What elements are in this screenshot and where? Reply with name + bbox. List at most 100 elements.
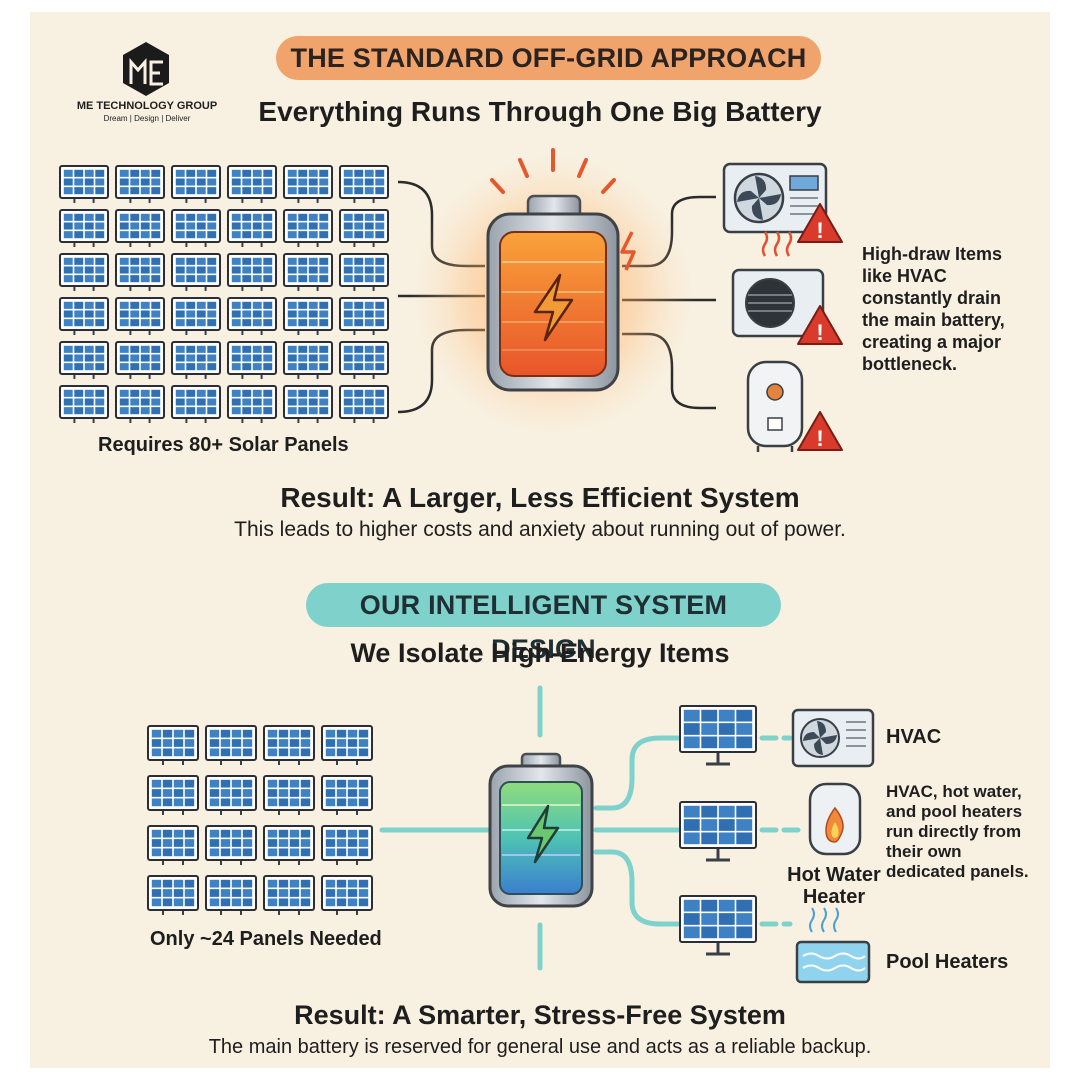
solar-panel-icon — [679, 705, 757, 766]
solar-panel-icon — [321, 775, 373, 815]
solar-panel-icon — [679, 801, 757, 862]
note-line: High-draw Items — [862, 244, 1003, 264]
solar-panel-icon — [339, 297, 389, 335]
hvac-unit-icon — [722, 162, 828, 234]
me-logo-icon — [123, 42, 169, 96]
note-line: their own — [886, 842, 962, 861]
note-line: creating a major — [862, 332, 1002, 352]
solar-panel-icon — [321, 875, 373, 915]
warning-icon-2: ! — [797, 305, 843, 345]
solar-panel-icon — [147, 725, 199, 765]
solar-panel-icon — [263, 775, 315, 815]
pool-heater-icon — [795, 907, 871, 984]
note-line: dedicated panels. — [886, 862, 1029, 881]
label-line: Hot Water — [787, 864, 881, 886]
load-label-hvac: HVAC — [886, 726, 942, 748]
svg-text:!: ! — [816, 320, 823, 345]
solar-panel-icon — [171, 297, 221, 335]
solar-panel-icon — [339, 385, 389, 423]
solar-panel-icon — [263, 825, 315, 865]
standard-approach-banner: THE STANDARD OFF-GRID APPROACH — [276, 36, 821, 80]
solar-panel-icon — [679, 895, 757, 956]
water-heater-flame-icon — [808, 782, 862, 856]
solar-panel-icon — [227, 253, 277, 291]
solar-panel-icon — [283, 297, 333, 335]
note-line: bottleneck. — [862, 354, 958, 374]
solar-panel-icon — [205, 725, 257, 765]
heat-pump-unit-icon — [731, 231, 825, 338]
solar-panel-icon — [339, 341, 389, 379]
solar-panel-icon — [339, 253, 389, 291]
standard-result-title: Result: A Larger, Less Efficient System — [280, 482, 800, 513]
solar-panel-grid-intelligent — [147, 725, 373, 915]
solar-panel-icon — [59, 253, 109, 291]
solar-panel-icon — [59, 385, 109, 423]
solar-panel-icon — [283, 385, 333, 423]
solar-panel-icon — [283, 209, 333, 247]
svg-text:!: ! — [816, 426, 823, 451]
main-battery-healthy-icon — [488, 752, 594, 908]
label-line: Heater — [802, 886, 866, 908]
solar-panel-icon — [283, 341, 333, 379]
solar-panel-icon — [147, 775, 199, 815]
warning-icon-3: ! — [797, 411, 843, 451]
solar-panel-icon — [263, 725, 315, 765]
solar-panel-icon — [227, 165, 277, 203]
note-line: and pool heaters — [886, 802, 1023, 821]
solar-panel-icon — [59, 341, 109, 379]
solar-panel-icon — [59, 165, 109, 203]
intelligent-note: HVAC, hot water, and pool heaters run di… — [886, 782, 1029, 882]
solar-panel-icon — [171, 165, 221, 203]
solar-panel-grid-standard — [59, 165, 389, 423]
solar-panel-icon — [171, 385, 221, 423]
main-battery-overloaded-icon — [408, 148, 698, 440]
solar-panel-icon — [227, 385, 277, 423]
solar-panel-icon — [115, 165, 165, 203]
solar-panel-icon — [205, 825, 257, 865]
solar-panel-icon — [227, 297, 277, 335]
solar-panel-icon — [339, 165, 389, 203]
solar-panel-icon — [115, 385, 165, 423]
svg-text:!: ! — [816, 218, 823, 243]
solar-panel-icon — [263, 875, 315, 915]
solar-panel-icon — [147, 825, 199, 865]
solar-panel-icon — [205, 775, 257, 815]
logo-company-name: ME TECHNOLOGY GROUP — [76, 100, 218, 112]
solar-panel-icon — [59, 297, 109, 335]
note-line: HVAC, hot water, — [886, 782, 1022, 801]
solar-panel-icon — [205, 875, 257, 915]
solar-panel-icon — [227, 209, 277, 247]
warning-icon-1: ! — [797, 203, 843, 243]
solar-panel-icon — [321, 825, 373, 865]
solar-panel-icon — [171, 253, 221, 291]
solar-panel-icon — [283, 253, 333, 291]
connector-lines-intelligent — [379, 685, 808, 971]
solar-panel-icon — [339, 209, 389, 247]
water-heater-tank-icon — [746, 360, 804, 452]
solar-panel-icon — [171, 341, 221, 379]
intelligent-panels-caption: Only ~24 Panels Needed — [150, 928, 382, 950]
note-line: constantly drain — [862, 288, 1002, 308]
solar-panel-icon — [283, 165, 333, 203]
solar-panel-icon — [171, 209, 221, 247]
intelligent-subheading: We Isolate High-Energy Items — [350, 638, 730, 668]
solar-panel-icon — [321, 725, 373, 765]
hvac-unit-icon-small — [791, 708, 875, 768]
solar-panel-icon — [115, 253, 165, 291]
standard-panels-caption: Requires 80+ Solar Panels — [98, 434, 349, 456]
logo-tagline: Dream | Design | Deliver — [103, 114, 191, 123]
intelligent-design-banner: OUR INTELLIGENT SYSTEM DESIGN — [306, 583, 781, 664]
note-line: like HVAC — [862, 266, 947, 286]
standard-result-text: This leads to higher costs and anxiety a… — [234, 518, 846, 541]
solar-panel-icon — [115, 209, 165, 247]
standard-note: High-draw Items like HVAC constantly dra… — [862, 243, 1005, 375]
solar-panel-icon — [147, 875, 199, 915]
solar-panel-icon — [115, 297, 165, 335]
dedicated-solar-panels — [679, 705, 757, 956]
solar-panel-icon — [59, 209, 109, 247]
note-line: the main battery, — [862, 310, 1005, 330]
intelligent-result-title: Result: A Smarter, Stress-Free System — [294, 1000, 786, 1030]
solar-panel-icon — [227, 341, 277, 379]
intelligent-result-text: The main battery is reserved for general… — [208, 1036, 872, 1058]
